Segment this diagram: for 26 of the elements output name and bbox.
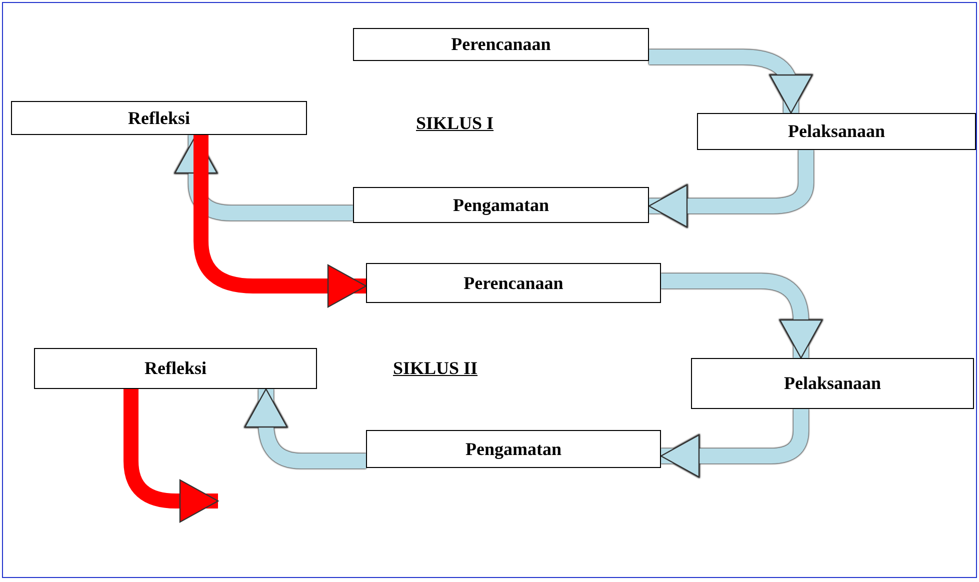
box-label: Refleksi <box>128 108 190 128</box>
process-box <box>366 263 661 303</box>
block-arrow <box>244 388 366 468</box>
box-label: Pelaksanaan <box>788 121 886 142</box>
process-box <box>366 430 661 468</box>
box-label: Perencanaan <box>464 272 564 294</box>
process-box <box>697 113 976 150</box>
block-arrow <box>648 150 814 228</box>
box-label: Pelaksanaan <box>784 373 882 394</box>
box-label: Perencanaan <box>451 34 551 55</box>
box-label: Refleksi <box>144 358 206 379</box>
block-arrow <box>124 389 219 523</box>
process-box <box>34 348 317 389</box>
process-box <box>691 358 974 409</box>
cycle-label: SIKLUS II <box>393 358 478 379</box>
process-box <box>353 28 649 61</box>
process-box <box>353 187 649 223</box>
block-arrow <box>661 274 823 359</box>
block-arrow <box>174 134 353 220</box>
block-arrow <box>660 409 808 478</box>
block-arrow <box>649 50 813 114</box>
cycle-label: SIKLUS I <box>416 113 494 134</box>
box-label: Pengamatan <box>453 194 549 216</box>
block-arrow <box>194 135 367 308</box>
box-label: Pengamatan <box>466 438 562 460</box>
process-box <box>11 101 307 135</box>
